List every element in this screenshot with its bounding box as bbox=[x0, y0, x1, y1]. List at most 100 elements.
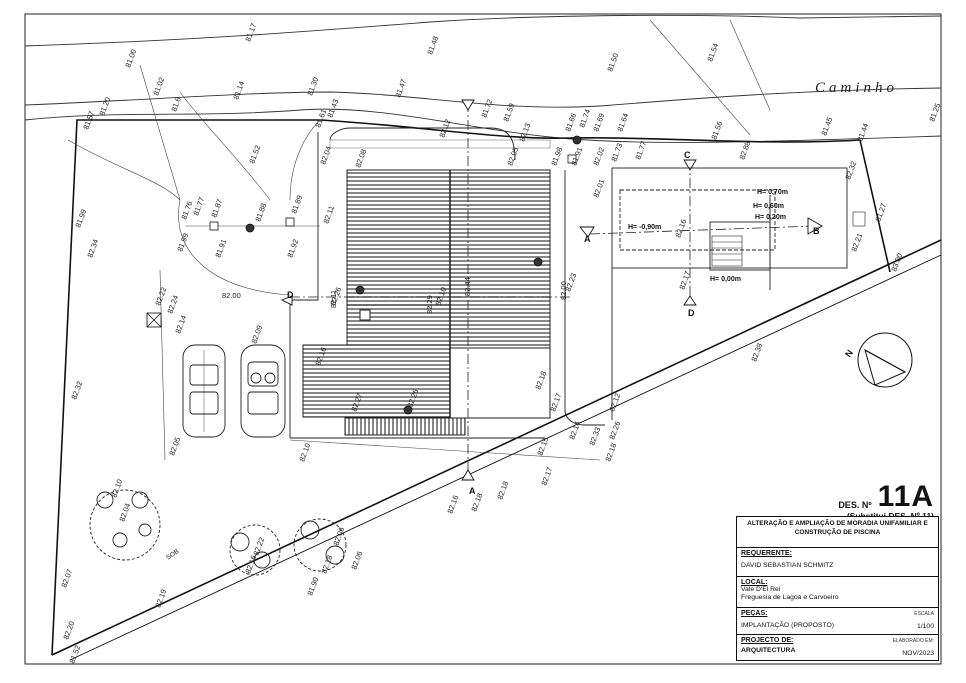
level-label: 82.17 bbox=[539, 466, 554, 487]
level-label: 82.06 bbox=[349, 550, 364, 571]
level-label: 82.20 bbox=[61, 620, 76, 641]
road-label: Caminho bbox=[815, 80, 898, 96]
drawing-frame bbox=[24, 13, 942, 665]
level-label: 82.21 bbox=[849, 232, 864, 253]
level-label: 82.24 bbox=[165, 294, 180, 315]
section-c-label: C bbox=[684, 150, 691, 160]
level-label: 81.98 bbox=[549, 146, 564, 167]
level-label: 81.61 bbox=[313, 108, 328, 129]
level-label: 82.17 bbox=[548, 392, 563, 413]
level-label: 82.16 bbox=[243, 554, 258, 575]
level-label: 81.14 bbox=[231, 80, 246, 101]
level-label: 82.18 bbox=[495, 480, 510, 501]
elevation-labels: 81.17 81.48 81.50 81.54 81.00 81.02 81.1… bbox=[59, 22, 942, 665]
level-label: 82.18 bbox=[319, 554, 334, 575]
north-label: N bbox=[843, 348, 855, 359]
requerente-label: REQUERENTE: bbox=[741, 550, 792, 557]
level-label: 81.99 bbox=[73, 208, 88, 229]
pecas-value: IMPLANTAÇÃO (PROPOSTO) bbox=[741, 622, 835, 629]
level-label: 82.32 bbox=[69, 380, 84, 401]
local-row: LOCAL: Vale D'El Rei Freguesia de Lagoa … bbox=[737, 576, 938, 607]
level-label: 81.45 bbox=[819, 116, 834, 137]
section-d-label: D bbox=[688, 308, 695, 318]
level-label: 82.38 bbox=[749, 342, 764, 363]
level-label: 81.73 bbox=[609, 142, 624, 163]
car-right bbox=[240, 344, 286, 438]
level-label: 82.11 bbox=[321, 204, 336, 224]
level-label: 82.01 bbox=[591, 178, 606, 199]
section-a-label: A bbox=[584, 234, 591, 244]
level-label: 81.27 bbox=[873, 202, 888, 223]
level-label: 82.26 bbox=[607, 420, 622, 441]
pool bbox=[611, 167, 866, 420]
project-title: ALTERAÇÃO E AMPLIAÇÃO DE MORADIA UNIFAMI… bbox=[747, 520, 928, 536]
house-roof bbox=[302, 169, 551, 436]
date-value: NOV/2023 bbox=[902, 650, 934, 657]
elaborado-label: ELABORADO EM: bbox=[892, 638, 934, 644]
level-label: 81.77 bbox=[633, 140, 648, 161]
level-label: 83.00 bbox=[889, 252, 904, 273]
level-label: 82.88 bbox=[737, 140, 752, 161]
level-label: 81.69 bbox=[591, 112, 606, 133]
pecas-label: PEÇAS: bbox=[741, 610, 768, 617]
level-label: 82.09 bbox=[249, 324, 264, 345]
projecto-label: PROJECTO DE: bbox=[741, 637, 794, 644]
level-label: 82.34 bbox=[85, 238, 100, 259]
level-label: 82.29 bbox=[425, 295, 434, 314]
level-label: 81.00 bbox=[123, 48, 138, 69]
level-label: 81.20 bbox=[97, 96, 112, 117]
escala-label: ESCALA bbox=[914, 611, 934, 617]
projecto-row: PROJECTO DE: ELABORADO EM: ARQUITECTURA … bbox=[737, 634, 938, 662]
level-label: 81.17 bbox=[243, 22, 258, 43]
level-label: 81.87 bbox=[209, 198, 224, 219]
level-label: 82.16 bbox=[673, 218, 688, 239]
survey-points bbox=[146, 135, 582, 415]
level-label: 82.22 bbox=[251, 536, 266, 557]
level-label: 81.92 bbox=[285, 238, 300, 259]
level-label: 82.10 bbox=[109, 478, 124, 499]
section-b-label: B bbox=[813, 226, 820, 236]
level-label: 82.13 bbox=[517, 122, 532, 143]
level-label: 82.05 bbox=[167, 436, 182, 457]
requerente-value: DAVID SEBASTIAN SCHMITZ bbox=[741, 562, 834, 569]
pecas-row: PEÇAS: ESCALA IMPLANTAÇÃO (PROPOSTO) 1/1… bbox=[737, 607, 938, 634]
level-label: 81.66 bbox=[563, 112, 578, 133]
local-line2: Freguesia de Lagoa e Carvoeiro bbox=[741, 594, 839, 601]
level-label: 81.6 bbox=[169, 96, 182, 113]
title-block: ALTERAÇÃO E AMPLIAÇÃO DE MORADIA UNIFAMI… bbox=[736, 516, 939, 661]
level-label: 81.48 bbox=[425, 35, 440, 56]
driveway bbox=[289, 127, 605, 439]
level-label: 81.90 bbox=[305, 576, 320, 597]
level-label: 81.50 bbox=[605, 52, 620, 73]
level-label: 82.22 bbox=[153, 286, 168, 307]
level-label: 82.44 bbox=[463, 277, 472, 296]
level-label: 82.00 bbox=[222, 291, 241, 300]
project-title-row: ALTERAÇÃO E AMPLIAÇÃO DE MORADIA UNIFAMI… bbox=[737, 517, 938, 547]
level-label: 82.05 bbox=[505, 146, 520, 167]
level-label: 82.11 bbox=[329, 290, 338, 308]
car-left bbox=[182, 344, 226, 438]
section-a2-label: A bbox=[469, 486, 476, 496]
local-label: LOCAL: bbox=[741, 579, 768, 586]
level-label: 82.00 bbox=[559, 281, 568, 300]
level-label: 81.64 bbox=[615, 112, 630, 133]
pool-level-3: H= 0,20m bbox=[755, 214, 786, 221]
local-line1: Vale D'El Rei bbox=[741, 586, 781, 593]
pool-level-5: H= 0,00m bbox=[710, 276, 741, 283]
level-label: 81.54 bbox=[705, 42, 720, 63]
property-boundary bbox=[51, 119, 942, 661]
level-label: 81.77 bbox=[191, 196, 206, 217]
level-label: 82.14 bbox=[173, 314, 188, 335]
level-label: 82.16 bbox=[445, 494, 460, 515]
level-label: 82.15 bbox=[535, 436, 550, 457]
section-lines bbox=[290, 102, 816, 480]
level-label: 82.33 bbox=[587, 426, 602, 447]
level-label: 81.88 bbox=[253, 202, 268, 223]
section-markers bbox=[280, 99, 823, 481]
level-label: 82.06 bbox=[331, 526, 346, 547]
level-label: 81.72 bbox=[479, 98, 494, 119]
level-label: 82.04 bbox=[117, 502, 132, 523]
level-label: 81.91 bbox=[569, 146, 584, 167]
level-label: 81.74 bbox=[577, 108, 592, 129]
